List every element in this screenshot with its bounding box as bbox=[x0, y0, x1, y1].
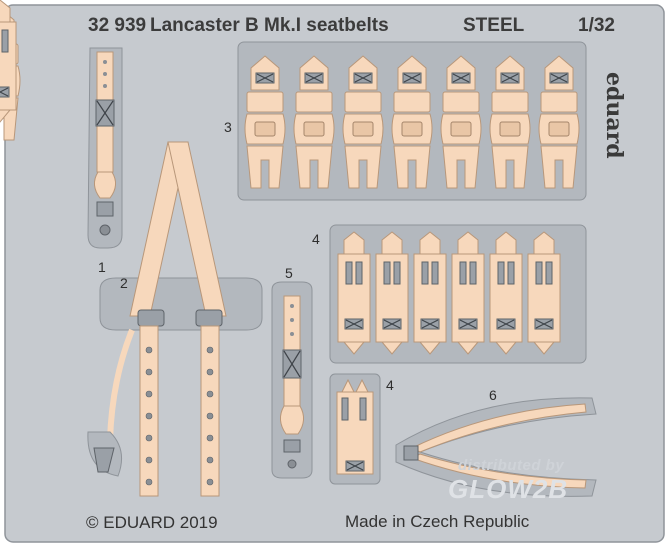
brand-logo-text: eduard bbox=[601, 72, 627, 159]
part-number-4b: 4 bbox=[386, 377, 394, 393]
part-number-3: 3 bbox=[224, 119, 232, 135]
part-6-strap bbox=[395, 397, 597, 497]
part-4b-belts bbox=[329, 373, 381, 485]
product-name: Lancaster B Mk.I seatbelts bbox=[150, 15, 389, 36]
copyright-text: © EDUARD 2019 bbox=[86, 513, 218, 532]
watermark-distributed: distributed by bbox=[458, 457, 565, 474]
part-5-belt bbox=[271, 281, 313, 479]
part-2-harness bbox=[87, 141, 263, 497]
watermark-logo: GLOW2B bbox=[448, 474, 569, 504]
part-number-6: 6 bbox=[489, 387, 497, 403]
part-number-2: 2 bbox=[120, 275, 128, 291]
part-number-4a: 4 bbox=[312, 231, 320, 247]
origin-text: Made in Czech Republic bbox=[345, 512, 530, 531]
part-number-1: 1 bbox=[98, 259, 106, 275]
material-label: STEEL bbox=[463, 15, 525, 36]
part-number-5: 5 bbox=[285, 265, 293, 281]
product-code: 32 939 bbox=[88, 15, 147, 36]
part-1-belt bbox=[87, 47, 123, 249]
part-4-belts bbox=[0, 0, 587, 364]
scale-label: 1/32 bbox=[578, 15, 615, 36]
